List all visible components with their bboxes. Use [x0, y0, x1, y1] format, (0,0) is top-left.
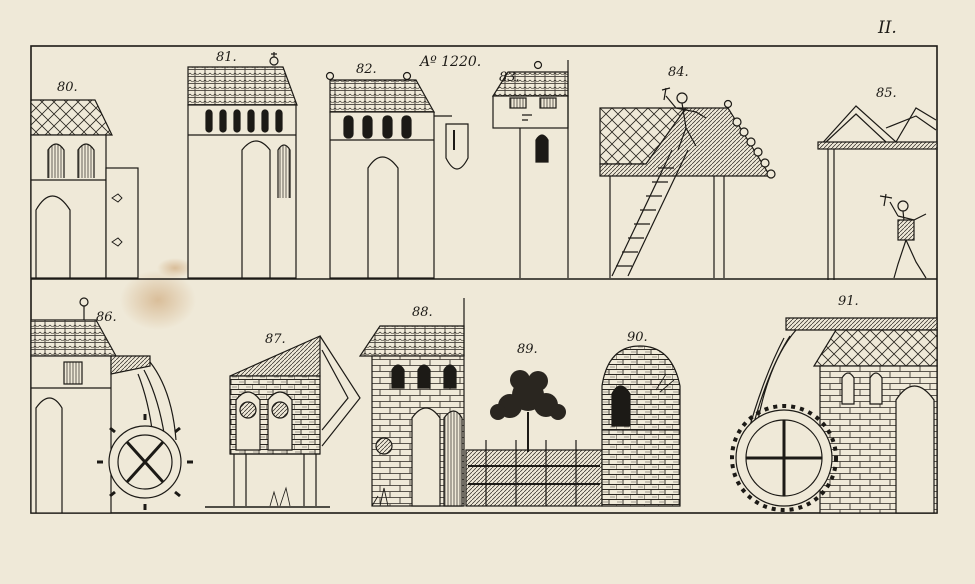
foxing-stain: [120, 270, 196, 330]
foxing-stain: [157, 258, 193, 278]
figure-87-gatehouse: [205, 335, 361, 508]
figure-label: 87.: [265, 332, 286, 347]
figure-82-tower: [325, 71, 469, 279]
figure-label: 90.: [627, 330, 648, 345]
figure-85-house-with-worker: [817, 105, 938, 280]
figure-label: 84.: [668, 65, 689, 80]
figure-90-round-tower: [601, 345, 681, 507]
figure-label: 81.: [216, 50, 237, 65]
figure-label: 82.: [356, 62, 377, 77]
plate-frame: [30, 45, 938, 514]
figure-label: 88.: [412, 305, 433, 320]
figure-88-tower: [358, 298, 465, 507]
figure-84-roof-with-ladder: [599, 87, 776, 278]
figure-label: 80.: [57, 80, 78, 95]
date-inscription: Aº 1220.: [420, 54, 482, 70]
figure-label: 86.: [96, 310, 117, 325]
figure-86-mill-house: [30, 297, 193, 514]
figure-83-tower: [491, 60, 569, 278]
figure-80-tower: [30, 99, 139, 279]
figure-label: 83.: [499, 70, 520, 85]
figure-91-mill-with-wheel: [730, 317, 938, 514]
figure-89-fenced-yard-with-tree: [465, 370, 603, 507]
figure-label: 91.: [838, 294, 859, 309]
figure-label: 89.: [517, 342, 538, 357]
figure-label: 85.: [876, 86, 897, 101]
figure-81-tower: [187, 52, 298, 279]
plate-number: II.: [878, 18, 897, 38]
